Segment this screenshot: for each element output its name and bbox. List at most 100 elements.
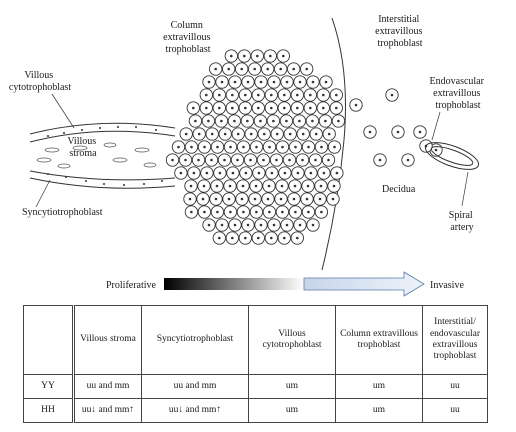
cell-nucleus bbox=[318, 197, 322, 201]
decidua-boundary bbox=[321, 17, 346, 271]
cell-nucleus bbox=[335, 171, 339, 175]
cell-nucleus bbox=[233, 80, 237, 84]
cell-nucleus bbox=[335, 93, 338, 97]
cell-nucleus bbox=[294, 210, 297, 214]
pointer-syncytiotrophoblast bbox=[35, 179, 51, 208]
cell-nucleus bbox=[301, 158, 304, 162]
cell-nucleus bbox=[322, 171, 326, 175]
label-syncytiotrophoblast: Syncytiotrophoblast bbox=[22, 207, 103, 218]
cell-nucleus bbox=[396, 130, 400, 134]
cell-nucleus bbox=[270, 236, 273, 240]
table-cell: uu and mm bbox=[141, 374, 249, 399]
cell-nucleus bbox=[257, 106, 260, 110]
pointer-villous-cytotrophoblast bbox=[51, 93, 75, 129]
label-interstitial-evt: Interstitial extravillous trophoblast bbox=[375, 14, 425, 49]
cell-nucleus bbox=[307, 210, 310, 214]
cell-nucleus bbox=[220, 119, 223, 123]
cell-nucleus bbox=[210, 132, 214, 136]
cell-nucleus bbox=[241, 184, 245, 188]
trophoblast-diagram: Villous cytotrophoblast Villous stroma S… bbox=[9, 14, 485, 297]
cell-nucleus bbox=[283, 93, 286, 97]
cell-nucleus bbox=[255, 145, 258, 149]
cell-nucleus bbox=[207, 223, 211, 227]
cell-nucleus bbox=[201, 197, 205, 201]
cell-nucleus bbox=[205, 106, 208, 110]
cell-nucleus bbox=[218, 93, 221, 97]
table-cell: um bbox=[335, 398, 423, 423]
cell-nucleus bbox=[192, 106, 195, 110]
cell-nucleus bbox=[322, 106, 325, 110]
cell-nucleus bbox=[230, 54, 233, 58]
label-spiral-artery: Spiral artery bbox=[449, 210, 475, 233]
cell-nucleus bbox=[253, 197, 257, 201]
cell-nucleus bbox=[207, 80, 211, 84]
cell-nucleus bbox=[244, 171, 248, 175]
cell-nucleus bbox=[259, 223, 263, 227]
table-row: YY uu and mm uu and mm um um uu bbox=[23, 374, 488, 399]
table-header-row: Villous stroma Syncytiotrophoblast Villo… bbox=[23, 305, 488, 375]
cell-nucleus bbox=[293, 184, 297, 188]
cell-nucleus bbox=[262, 158, 265, 162]
cell-nucleus bbox=[259, 119, 262, 123]
cell-nucleus bbox=[266, 197, 270, 201]
cell-nucleus bbox=[309, 93, 312, 97]
cell-nucleus bbox=[190, 145, 193, 149]
cell-nucleus bbox=[242, 210, 245, 214]
cell-nucleus bbox=[270, 93, 273, 97]
cell-nucleus bbox=[309, 171, 313, 175]
cell-nucleus bbox=[283, 236, 286, 240]
cell-nucleus bbox=[296, 236, 299, 240]
marker-table: Villous stroma Syncytiotrophoblast Villo… bbox=[23, 305, 488, 423]
table-header-cell: Interstitial/ endovascular extravillous … bbox=[422, 305, 488, 375]
cell-nucleus bbox=[298, 80, 302, 84]
cell-nucleus bbox=[218, 106, 221, 110]
cell-nucleus bbox=[220, 223, 224, 227]
cell-nucleus bbox=[281, 145, 284, 149]
cell-nucleus bbox=[203, 145, 206, 149]
table-cell: um bbox=[248, 398, 336, 423]
cell-nucleus bbox=[197, 132, 201, 136]
cell-nucleus bbox=[243, 54, 246, 58]
cell-nucleus bbox=[229, 210, 232, 214]
cell-nucleus bbox=[214, 67, 217, 71]
cell-nucleus bbox=[171, 158, 174, 162]
cell-nucleus bbox=[267, 184, 271, 188]
cell-nucleus bbox=[231, 236, 234, 240]
cell-nucleus bbox=[331, 197, 335, 201]
cell-nucleus bbox=[311, 119, 314, 123]
cell-nucleus bbox=[189, 184, 193, 188]
cell-nucleus bbox=[233, 119, 236, 123]
cell-nucleus bbox=[255, 54, 259, 58]
cell-nucleus bbox=[184, 132, 188, 136]
cell-nucleus bbox=[272, 223, 276, 227]
stroma-cells bbox=[36, 142, 157, 169]
label-villous-stroma: Villous stroma bbox=[67, 136, 98, 159]
cell-nucleus bbox=[192, 171, 196, 175]
cell-nucleus bbox=[333, 145, 336, 149]
cell-nucleus bbox=[272, 80, 276, 84]
cell-nucleus bbox=[307, 145, 310, 149]
cell-nucleus bbox=[254, 184, 258, 188]
cell-nucleus bbox=[269, 54, 272, 58]
cell-nucleus bbox=[311, 223, 315, 227]
cell-nucleus bbox=[296, 93, 299, 97]
cell-nucleus bbox=[227, 67, 230, 71]
cell-nucleus bbox=[223, 158, 226, 162]
label-decidua: Decidua bbox=[382, 184, 416, 195]
cell-nucleus bbox=[314, 158, 317, 162]
gradient-left-label: Proliferative bbox=[106, 280, 157, 291]
column-extravillous-cells bbox=[165, 49, 346, 245]
cell-nucleus bbox=[194, 119, 197, 123]
cell-nucleus bbox=[203, 210, 206, 214]
cell-nucleus bbox=[207, 119, 210, 123]
cell-nucleus bbox=[418, 130, 422, 134]
cell-nucleus bbox=[240, 67, 243, 71]
cell-nucleus bbox=[210, 158, 213, 162]
cell-nucleus bbox=[292, 197, 296, 201]
spiral-artery bbox=[424, 142, 480, 170]
cell-nucleus bbox=[257, 236, 260, 240]
cell-nucleus bbox=[266, 67, 270, 71]
cell-nucleus bbox=[309, 106, 312, 110]
cell-nucleus bbox=[305, 67, 309, 71]
cell-nucleus bbox=[285, 80, 289, 84]
